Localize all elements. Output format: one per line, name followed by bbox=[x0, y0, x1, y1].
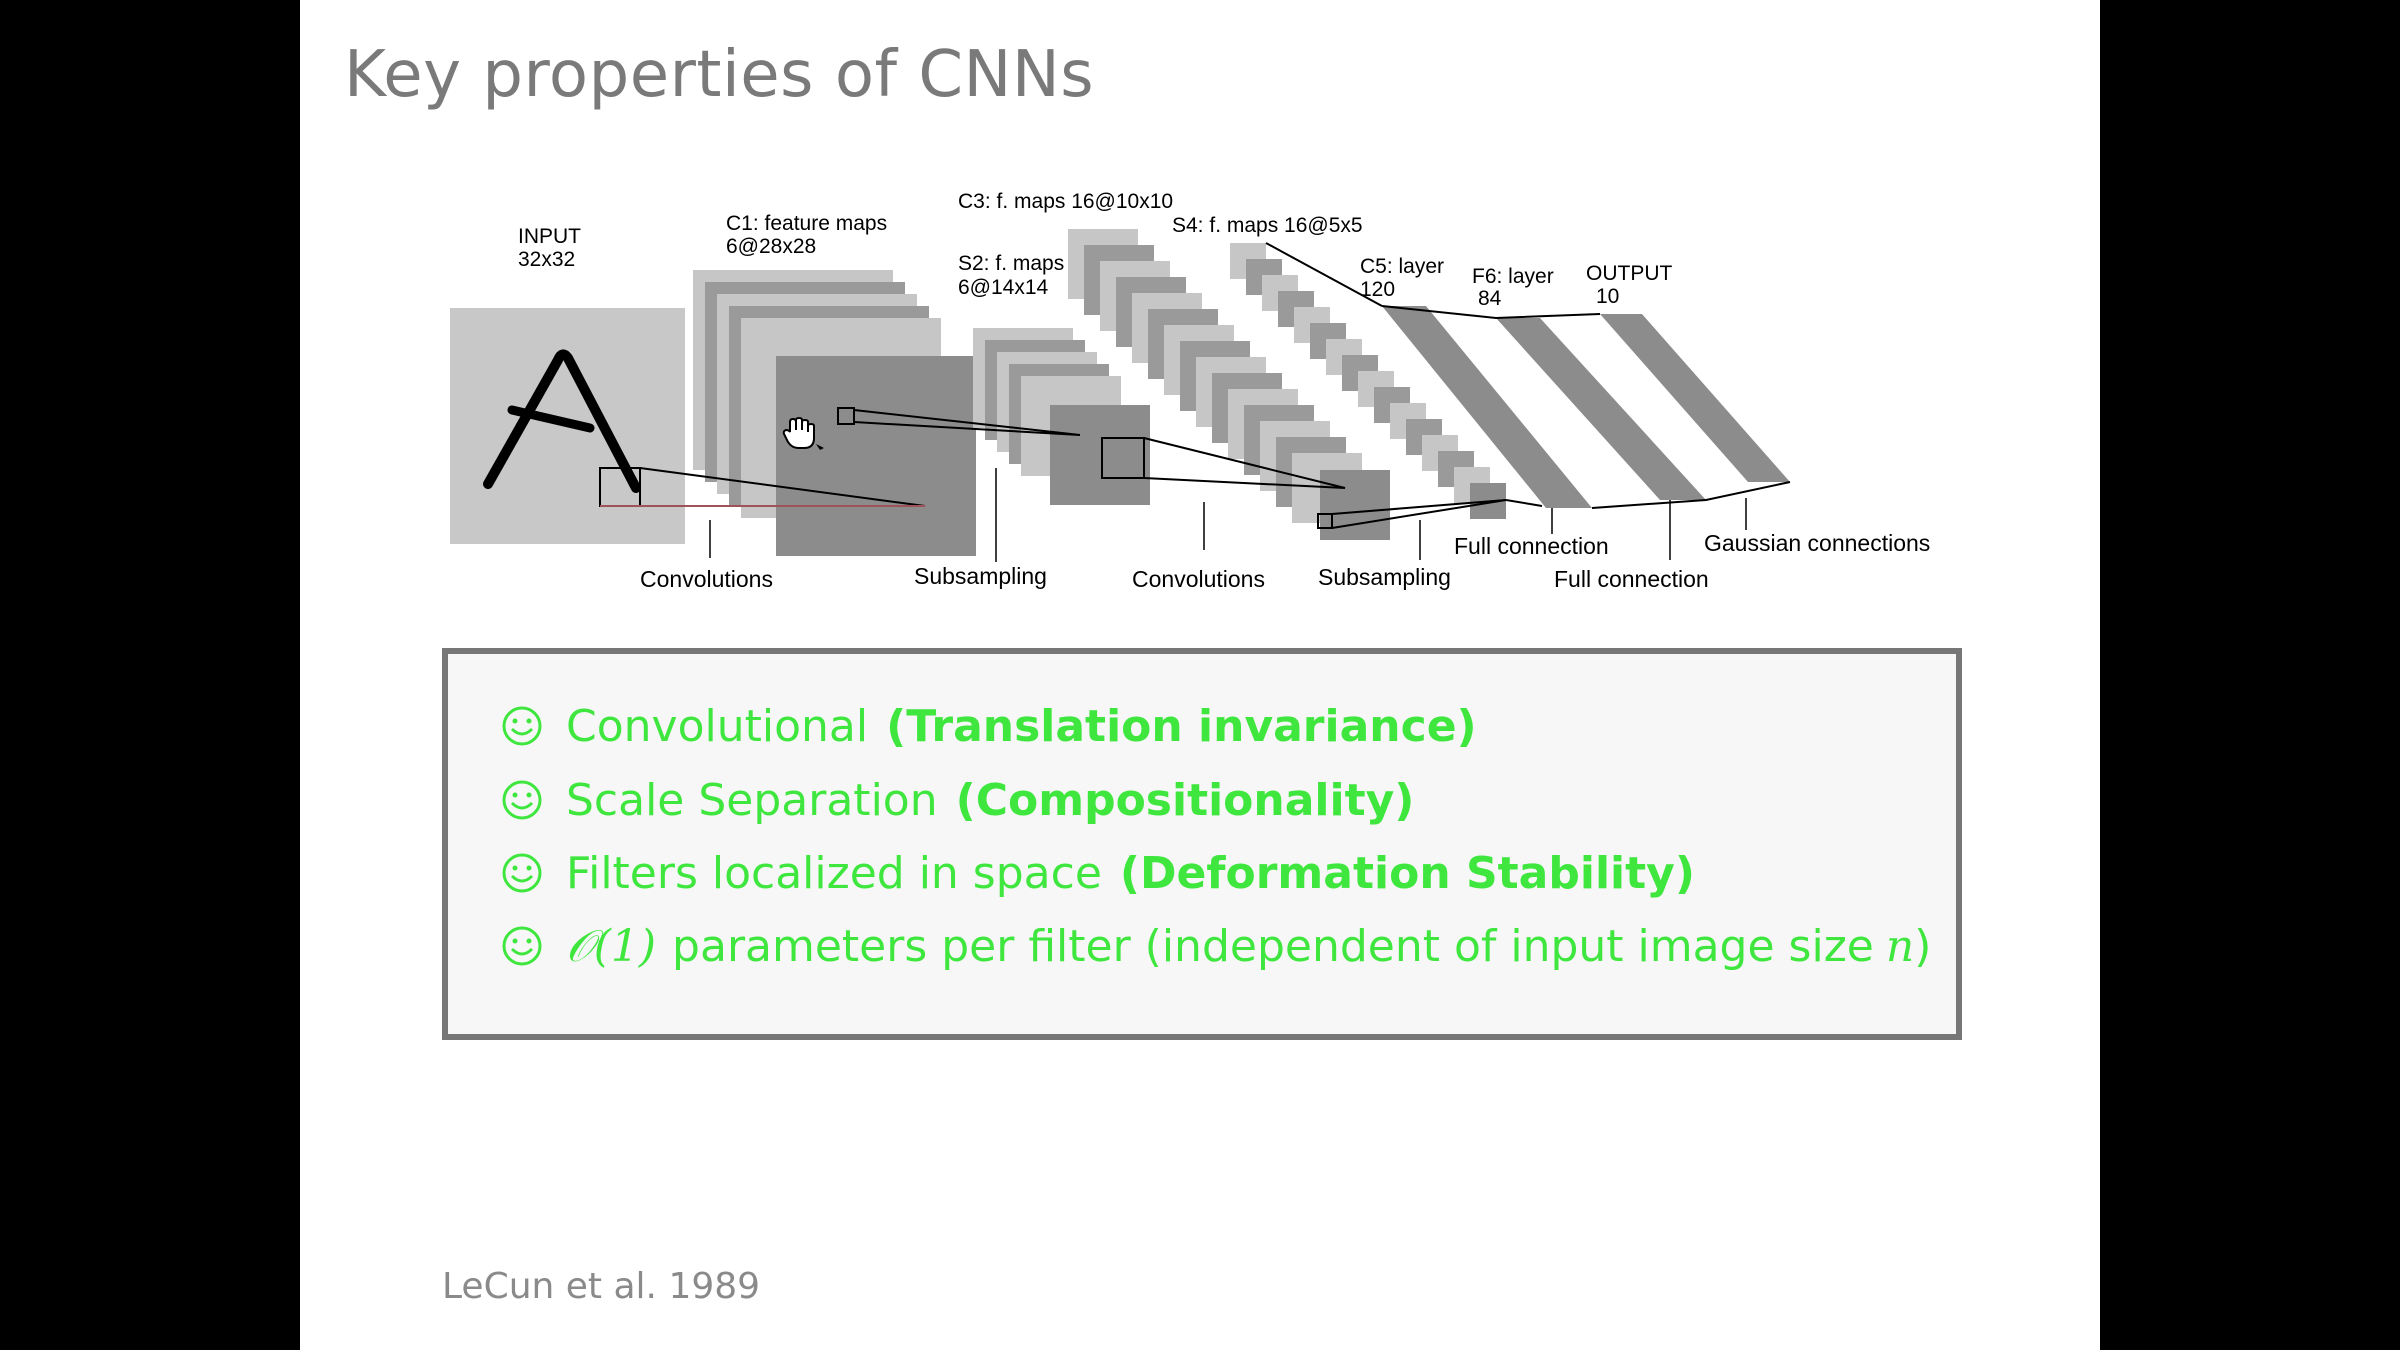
smiley-icon bbox=[502, 780, 542, 820]
label-c5-1: C5: layer bbox=[1360, 255, 1444, 278]
property-emphasis: (Translation invariance) bbox=[886, 700, 1477, 752]
property-tail: ) bbox=[1914, 920, 1932, 972]
label-c3: C3: f. maps 16@10x10 bbox=[958, 190, 1173, 213]
label-c1-1: C1: feature maps bbox=[726, 212, 887, 235]
citation: LeCun et al. 1989 bbox=[442, 1266, 761, 1307]
op-sub2: Subsampling bbox=[1318, 564, 1451, 590]
property-item-4: 𝒪(1) parameters per filter (independent … bbox=[500, 914, 1931, 978]
property-item-3: Filters localized in space (Deformation … bbox=[500, 841, 1695, 905]
op-full1: Full connection bbox=[1454, 533, 1609, 559]
property-item-2: Scale Separation (Compositionality) bbox=[500, 768, 1414, 832]
c3-feature-maps bbox=[1068, 229, 1390, 540]
op-sub1: Subsampling bbox=[914, 563, 1047, 589]
input-letter-a bbox=[483, 349, 641, 493]
op-gauss: Gaussian connections bbox=[1704, 530, 1930, 556]
property-text: Scale Separation bbox=[566, 774, 938, 826]
property-emphasis: (Deformation Stability) bbox=[1119, 847, 1695, 899]
label-output-1: OUTPUT bbox=[1586, 262, 1673, 285]
slide-title: Key properties of CNNs bbox=[344, 38, 1095, 112]
label-s2-2: 6@14x14 bbox=[958, 276, 1049, 299]
c1-feature-maps bbox=[693, 270, 976, 556]
property-text: Filters localized in space bbox=[566, 847, 1102, 899]
op-conv2: Convolutions bbox=[1132, 566, 1265, 592]
label-f6-2: 84 bbox=[1478, 287, 1502, 310]
label-output-2: 10 bbox=[1596, 285, 1619, 308]
op-full2: Full connection bbox=[1554, 566, 1709, 592]
property-item-1: Convolutional (Translation invariance) bbox=[500, 694, 1477, 758]
slide: Key properties of CNNs bbox=[300, 0, 2100, 1350]
label-s4: S4: f. maps 16@5x5 bbox=[1172, 214, 1363, 237]
label-c5-2: 120 bbox=[1360, 278, 1395, 301]
op-conv1: Convolutions bbox=[640, 566, 773, 592]
label-s2-1: S2: f. maps bbox=[958, 252, 1064, 275]
property-text: Convolutional bbox=[566, 700, 869, 752]
property-emphasis: (Compositionality) bbox=[955, 774, 1415, 826]
property-text: parameters per filter (independent of in… bbox=[672, 920, 1874, 972]
lenet-diagram: INPUT 32x32 C1: feature maps 6@28x28 S2:… bbox=[450, 190, 1930, 592]
label-input-1: INPUT bbox=[518, 225, 581, 248]
s2-feature-maps bbox=[973, 328, 1150, 505]
smiley-icon bbox=[502, 853, 542, 893]
f6-layer bbox=[1496, 318, 1706, 500]
smiley-icon bbox=[502, 926, 542, 966]
c5-layer bbox=[1382, 306, 1592, 508]
output-layer bbox=[1600, 314, 1790, 482]
big-o-notation: 𝒪(1) bbox=[566, 920, 657, 972]
properties-box: Convolutional (Translation invariance) S… bbox=[442, 648, 1962, 1040]
math-variable-n: n bbox=[1885, 920, 1915, 972]
label-f6-1: F6: layer bbox=[1472, 265, 1554, 288]
hand-cursor-icon bbox=[782, 416, 824, 450]
label-c1-2: 6@28x28 bbox=[726, 235, 816, 258]
label-input-2: 32x32 bbox=[518, 248, 575, 271]
smiley-icon bbox=[502, 706, 542, 746]
